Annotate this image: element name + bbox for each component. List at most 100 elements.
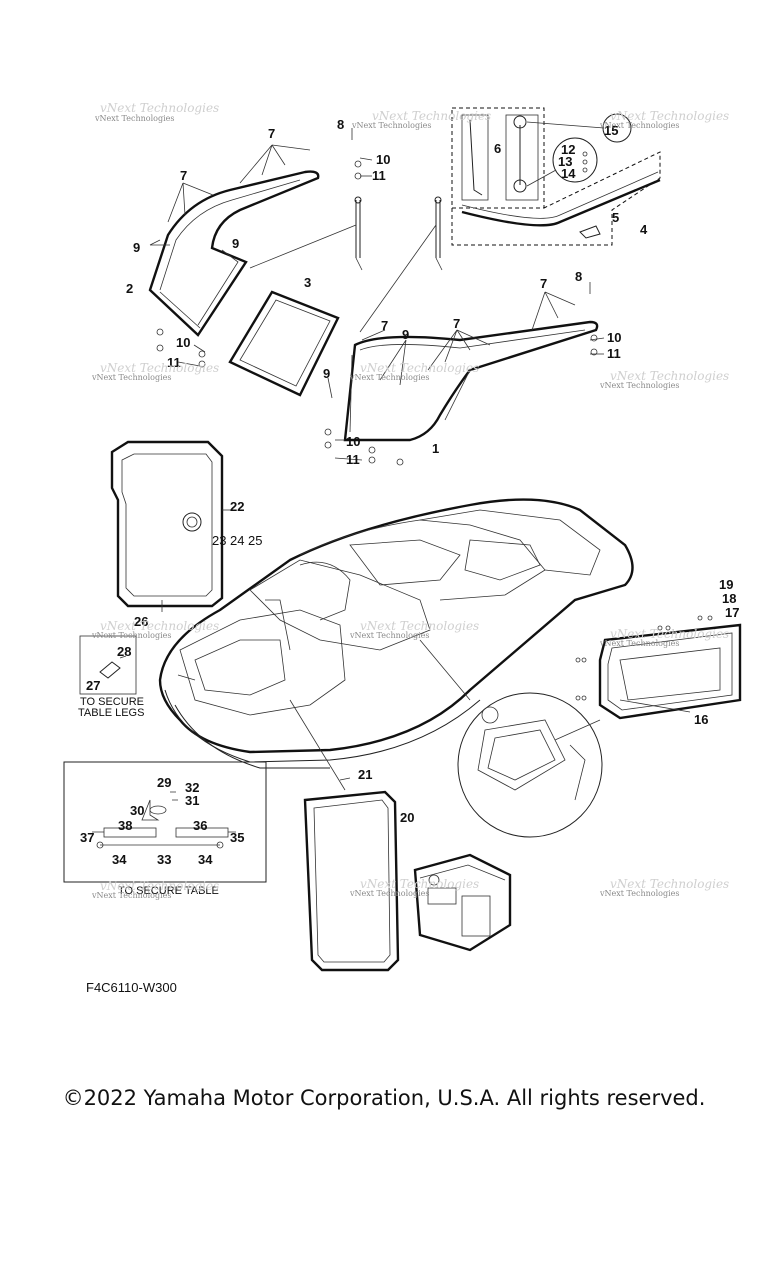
svg-text:vNext Technologies: vNext Technologies: [91, 631, 171, 640]
svg-text:10: 10: [346, 434, 360, 449]
svg-text:34: 34: [198, 852, 213, 867]
svg-text:vNext Technologies: vNext Technologies: [610, 109, 729, 123]
svg-text:7: 7: [540, 276, 547, 291]
svg-text:6: 6: [494, 141, 501, 156]
svg-text:18: 18: [722, 591, 736, 606]
svg-text:vNext Technologies: vNext Technologies: [610, 627, 729, 641]
svg-text:vNext Technologies: vNext Technologies: [100, 101, 219, 115]
svg-text:2: 2: [126, 281, 133, 296]
svg-text:1: 1: [432, 441, 439, 456]
svg-text:vNext Technologies: vNext Technologies: [100, 879, 219, 893]
svg-text:vNext Technologies: vNext Technologies: [599, 889, 679, 898]
copyright-notice: ©2022 Yamaha Motor Corporation, U.S.A. A…: [62, 1086, 706, 1110]
svg-text:7: 7: [453, 316, 460, 331]
svg-text:11: 11: [607, 346, 621, 361]
access-door-panel: [110, 440, 232, 612]
table-detail-box: [63, 761, 267, 883]
svg-text:21: 21: [358, 767, 372, 782]
svg-text:9: 9: [323, 366, 330, 381]
stay-rods: [249, 196, 443, 333]
storage-box: [575, 615, 742, 720]
cover-panel: [303, 790, 400, 972]
svg-text:30: 30: [130, 803, 144, 818]
svg-text:11: 11: [372, 168, 386, 183]
svg-text:23: 23: [212, 533, 226, 548]
svg-text:29: 29: [157, 775, 171, 790]
inset-windshield-frame: [451, 107, 661, 246]
svg-text:TO SECURE TABLE: TO SECURE TABLE: [118, 885, 219, 897]
svg-text:vNext Technologies: vNext Technologies: [94, 114, 174, 123]
svg-text:26: 26: [134, 614, 148, 629]
hardware-fasteners: [149, 128, 605, 466]
svg-text:10: 10: [176, 335, 190, 350]
windshield-left-panel: [148, 170, 320, 337]
svg-text:7: 7: [180, 168, 187, 183]
svg-text:vNext Technologies: vNext Technologies: [360, 619, 479, 633]
svg-text:vNext Technologies: vNext Technologies: [349, 373, 429, 382]
svg-text:3: 3: [304, 275, 311, 290]
svg-text:20: 20: [400, 810, 414, 825]
svg-text:17: 17: [725, 605, 739, 620]
svg-text:8: 8: [337, 117, 344, 132]
svg-text:vNext Technologies: vNext Technologies: [349, 889, 429, 898]
svg-text:vNext Technologies: vNext Technologies: [91, 373, 171, 382]
storage-detail-circle: [419, 639, 603, 838]
boat-hull: [158, 498, 634, 769]
svg-text:11: 11: [346, 452, 360, 467]
svg-text:12: 12: [561, 142, 575, 157]
notes: TO SECURE TABLE LEGS TO SECURE TABLE: [78, 696, 219, 897]
svg-text:vNext Technologies: vNext Technologies: [360, 361, 479, 375]
svg-text:31: 31: [185, 793, 199, 808]
svg-text:27: 27: [86, 678, 100, 693]
svg-text:25: 25: [248, 533, 262, 548]
svg-text:8: 8: [575, 269, 582, 284]
svg-text:4: 4: [640, 222, 648, 237]
svg-text:37: 37: [80, 830, 94, 845]
windshield-center-panel: [228, 290, 340, 397]
svg-text:vNext Technologies: vNext Technologies: [100, 619, 219, 633]
svg-text:11: 11: [167, 355, 181, 370]
svg-text:7: 7: [268, 126, 275, 141]
svg-text:9: 9: [232, 236, 239, 251]
svg-text:35: 35: [230, 830, 244, 845]
svg-text:10: 10: [376, 152, 390, 167]
svg-text:7: 7: [381, 318, 388, 333]
svg-text:TO SECURE: TO SECURE: [80, 696, 144, 708]
windshield-right-panel: [343, 320, 599, 442]
callout-labels: 1 2 3 4 5 6 7 7 7 7 7 8 8 9 9 9 9 10 10 …: [80, 117, 739, 867]
svg-text:9: 9: [133, 240, 140, 255]
svg-text:vNext Technologies: vNext Technologies: [599, 121, 679, 130]
svg-text:9: 9: [402, 327, 409, 342]
svg-text:19: 19: [719, 577, 733, 592]
table-legs-box: [79, 635, 137, 695]
watermarks: vNext Technologies vNext Technologies vN…: [91, 101, 729, 900]
svg-text:vNext Technologies: vNext Technologies: [351, 121, 431, 130]
svg-text:16: 16: [694, 712, 708, 727]
svg-text:TABLE LEGS: TABLE LEGS: [78, 707, 144, 719]
figure-code: F4C6110-W300: [86, 980, 177, 995]
svg-text:13: 13: [558, 154, 572, 169]
svg-text:vNext Technologies: vNext Technologies: [610, 877, 729, 891]
svg-text:vNext Technologies: vNext Technologies: [349, 631, 429, 640]
svg-text:vNext Technologies: vNext Technologies: [91, 891, 171, 900]
svg-text:28: 28: [117, 644, 131, 659]
svg-text:vNext Technologies: vNext Technologies: [100, 361, 219, 375]
svg-text:10: 10: [607, 330, 621, 345]
svg-text:33: 33: [157, 852, 171, 867]
svg-text:32: 32: [185, 780, 199, 795]
svg-text:34: 34: [112, 852, 127, 867]
svg-text:vNext Technologies: vNext Technologies: [360, 877, 479, 891]
svg-text:vNext Technologies: vNext Technologies: [599, 381, 679, 390]
svg-text:38: 38: [118, 818, 132, 833]
svg-text:15: 15: [604, 123, 618, 138]
svg-text:14: 14: [561, 166, 576, 181]
cup-holder-bin: [289, 699, 512, 952]
svg-text:5: 5: [612, 210, 619, 225]
svg-text:vNext Technologies: vNext Technologies: [599, 639, 679, 648]
svg-text:vNext Technologies: vNext Technologies: [610, 369, 729, 383]
svg-text:vNext Technologies: vNext Technologies: [372, 109, 491, 123]
svg-text:36: 36: [193, 818, 207, 833]
svg-text:24: 24: [230, 533, 244, 548]
svg-text:22: 22: [230, 499, 244, 514]
